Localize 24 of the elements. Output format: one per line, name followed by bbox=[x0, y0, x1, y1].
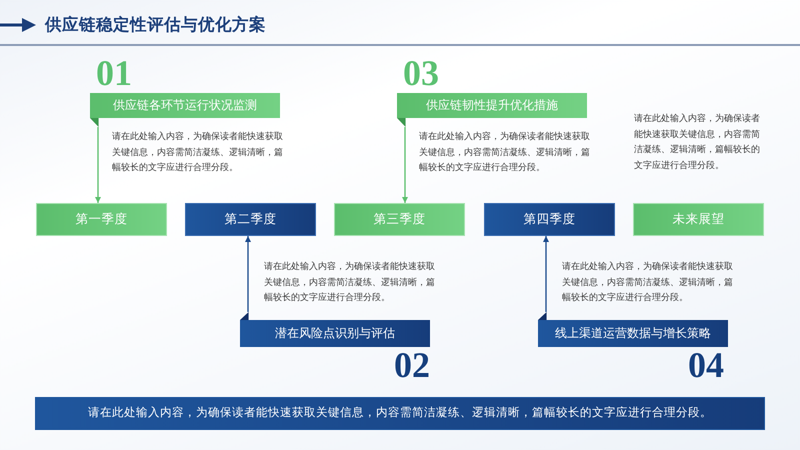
ribbon-banner: 潜在风险点识别与评估 bbox=[240, 312, 430, 347]
stage-box: 第二季度 bbox=[185, 203, 316, 236]
page-title: 供应链稳定性评估与优化方案 bbox=[45, 14, 266, 36]
connector-arrow bbox=[543, 236, 549, 312]
ribbon-banner: 供应链各环节运行状况监测 bbox=[90, 93, 280, 127]
stage-box: 第一季度 bbox=[36, 203, 167, 236]
step-number: 03 bbox=[403, 56, 439, 90]
step-number: 02 bbox=[394, 348, 430, 382]
body-text: 请在此处输入内容，为确保读者能快速获取关键信息，内容需简洁凝练、逻辑清晰，篇幅较长的文字应进行合理分段。 bbox=[634, 112, 761, 172]
body-text: 请在此处输入内容，为确保读者能快速获取关键信息，内容需简洁凝练、逻辑清晰，篇幅较长的文字应进行合理分段。 bbox=[112, 130, 284, 174]
body-text: 请在此处输入内容，为确保读者能快速获取关键信息，内容需简洁凝练、逻辑清晰，篇幅较长的文字应进行合理分段。 bbox=[562, 260, 734, 304]
ribbon-banner: 线上渠道运营数据与增长策略 bbox=[538, 312, 728, 347]
body-text: 请在此处输入内容，为确保读者能快速获取关键信息，内容需简洁凝练、逻辑清晰，篇幅较长的文字应进行合理分段。 bbox=[419, 130, 591, 174]
step-number: 04 bbox=[688, 348, 724, 382]
summary-bar: 请在此处输入内容，为确保读者能快速获取关键信息，内容需简洁凝练、逻辑清晰，篇幅较长的文字应进行合理分段。 bbox=[35, 397, 765, 430]
stage-box: 第三季度 bbox=[334, 203, 465, 236]
ribbon-banner: 供应链韧性提升优化措施 bbox=[397, 93, 587, 127]
stage-box: 第四季度 bbox=[484, 203, 615, 236]
connector-arrow bbox=[245, 236, 251, 312]
body-text: 请在此处输入内容，为确保读者能快速获取关键信息，内容需简洁凝练、逻辑清晰，篇幅较长的文字应进行合理分段。 bbox=[264, 260, 436, 304]
connector-arrow bbox=[95, 127, 101, 203]
connector-arrow bbox=[402, 127, 408, 203]
step-number: 01 bbox=[96, 56, 132, 90]
stage-box: 未来展望 bbox=[633, 203, 764, 236]
